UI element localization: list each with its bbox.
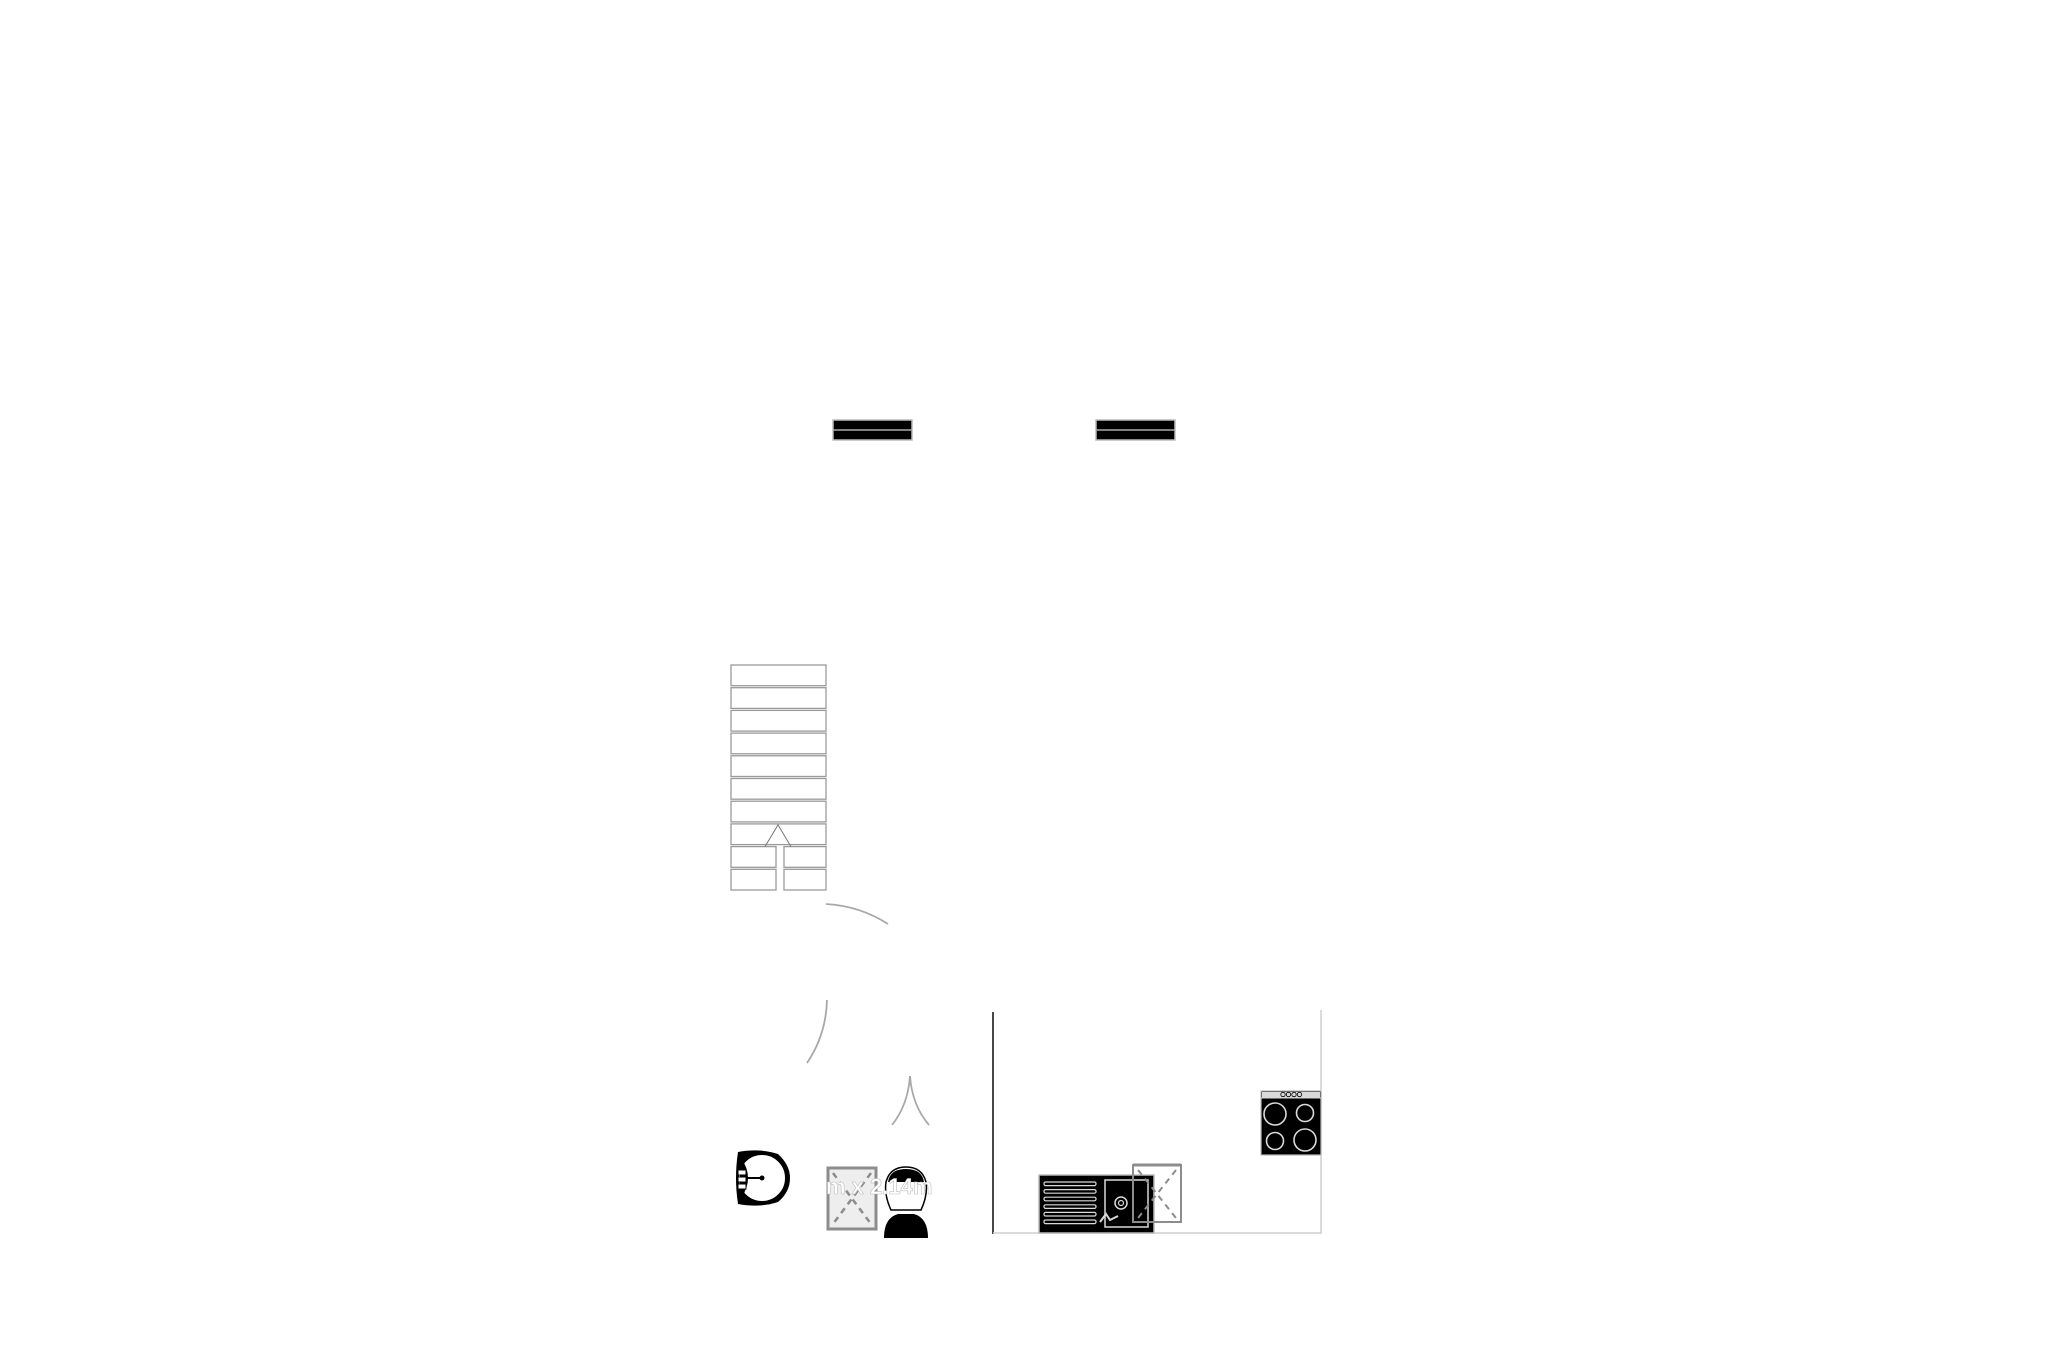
stair-tread [730, 823, 827, 846]
stair-tread [730, 868, 777, 891]
hob-icon [1260, 1090, 1322, 1156]
kitchen-sink-icon [1038, 1174, 1155, 1234]
stair-direction-arrow-icon [764, 823, 792, 847]
dishwasher-icon [1132, 1163, 1182, 1223]
window-right [1095, 419, 1176, 441]
door-swing-double [891, 1075, 930, 1126]
window-left [832, 419, 913, 441]
door-swing-bathroom [806, 999, 828, 1064]
stair-tread [730, 800, 827, 823]
door-swing-hall [825, 903, 889, 925]
stair-tread [730, 687, 827, 710]
shower-tray-icon [826, 1166, 878, 1231]
stair-tread [730, 777, 827, 800]
stair-tread [730, 664, 827, 687]
washbasin-icon [736, 1150, 790, 1206]
drainer-grooves [1043, 1181, 1097, 1225]
stair-tread [783, 868, 827, 891]
stair-tread [730, 755, 827, 778]
toilet-icon [884, 1166, 928, 1238]
staircase [730, 664, 827, 891]
drainer-groove [1043, 1181, 1097, 1187]
stair-tread [783, 845, 827, 868]
stair-tread [730, 732, 827, 755]
stair-tread [730, 709, 827, 732]
stair-tread [730, 845, 777, 868]
drainer-groove [1043, 1196, 1097, 1202]
drainer-groove [1043, 1188, 1097, 1194]
drainer-groove [1043, 1204, 1097, 1210]
hob-control-knob-icon [1280, 1091, 1286, 1098]
drainer-groove [1043, 1219, 1097, 1225]
drainer-groove [1043, 1211, 1097, 1217]
hob-controls [1262, 1091, 1320, 1098]
room-dimension-label: m x 2.14m [826, 1174, 932, 1199]
hob-control-knob-icon [1285, 1091, 1292, 1098]
hob-control-knob-icon [1291, 1091, 1297, 1098]
hob-control-knob-icon [1296, 1091, 1303, 1098]
